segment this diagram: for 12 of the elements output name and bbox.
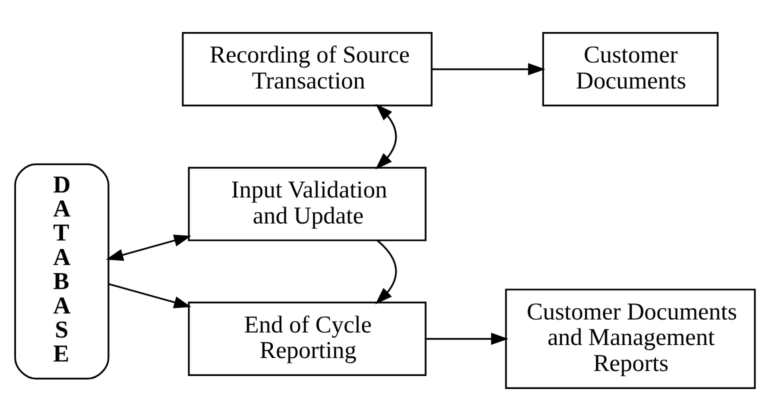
arrow — [108, 282, 192, 308]
arrow — [106, 234, 192, 260]
node-box: DATABASE — [14, 162, 110, 379]
arrow — [432, 62, 546, 75]
node-box: Input Validation and Update — [188, 166, 426, 241]
node-box: Recording of Source Transaction — [182, 32, 433, 106]
arrow — [426, 332, 508, 344]
node-box: Customer Documents — [542, 32, 719, 106]
arrow — [375, 239, 397, 304]
arrow — [375, 103, 397, 170]
node-box: End of Cycle Reporting — [188, 301, 426, 376]
node-box: Customer Documents and Management Reports — [505, 288, 756, 388]
